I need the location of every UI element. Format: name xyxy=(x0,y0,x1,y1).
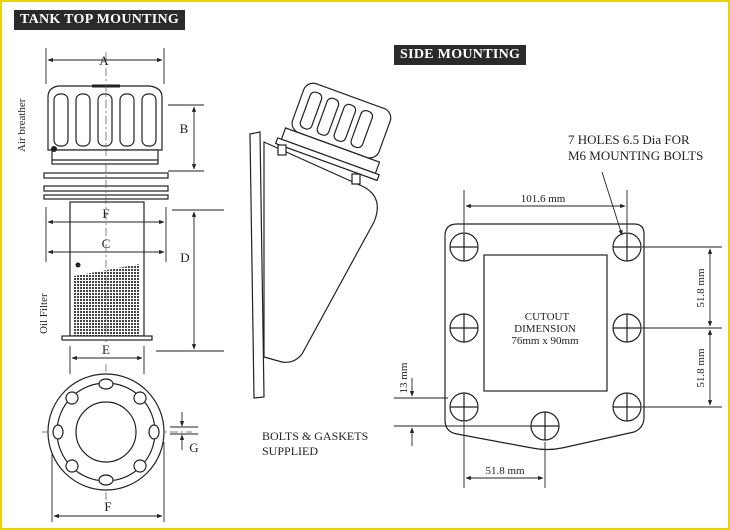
side-mounting-title: SIDE MOUNTING xyxy=(394,45,527,65)
cutout-label-line1: CUTOUT xyxy=(525,311,570,323)
flange-dimensions xyxy=(394,171,722,488)
hole-top-right xyxy=(612,232,642,262)
label-g: G xyxy=(189,440,198,455)
oil-filter-marker xyxy=(75,262,81,268)
label-d: D xyxy=(180,250,189,265)
hole-mid-left xyxy=(449,313,479,343)
label-oil-filter: Oil Filter xyxy=(38,293,50,334)
breather-cap xyxy=(47,84,163,165)
hole-bottom-left xyxy=(449,392,479,422)
cutout-label-line2: DIMENSION xyxy=(514,323,576,335)
hole-top-left xyxy=(449,232,479,262)
label-air-breather: Air breather xyxy=(16,98,28,152)
bolts-label-line2: SUPPLIED xyxy=(262,444,318,458)
holes-note-line2: M6 MOUNTING BOLTS xyxy=(568,148,703,163)
label-b: B xyxy=(180,121,189,136)
hole-mid-right xyxy=(612,313,642,343)
dim-51-8-bottom: 51.8 mm xyxy=(485,465,525,477)
hole-bottom-right xyxy=(612,392,642,422)
dim-51-8-right-lower: 51.8 mm xyxy=(695,348,707,388)
oil-filter-body xyxy=(61,201,153,341)
tank-top-mounting-title: TANK TOP MOUNTING xyxy=(14,10,186,30)
mounting-holes xyxy=(449,232,642,441)
label-f-bottom: F xyxy=(104,499,111,514)
tank-top-dimensions xyxy=(45,48,224,522)
bolts-label-line1: BOLTS & GASKETS xyxy=(262,429,368,443)
hole-bottom-mid xyxy=(530,411,560,441)
holes-note-line1: 7 HOLES 6.5 Dia FOR xyxy=(568,132,690,147)
air-breather-hole xyxy=(51,146,57,152)
cutout-label-line3: 76mm x 90mm xyxy=(511,335,579,347)
label-a: A xyxy=(99,53,109,68)
label-c: C xyxy=(102,236,111,251)
label-f-top: F xyxy=(102,206,109,221)
cap-plan-view xyxy=(47,373,165,491)
dim-13mm: 13 mm xyxy=(398,362,410,393)
label-e: E xyxy=(102,342,110,357)
side-mount-bracket xyxy=(249,82,392,399)
dim-101-6: 101.6 mm xyxy=(521,193,566,205)
mounting-flange xyxy=(444,223,645,451)
dim-51-8-right-upper: 51.8 mm xyxy=(695,268,707,308)
